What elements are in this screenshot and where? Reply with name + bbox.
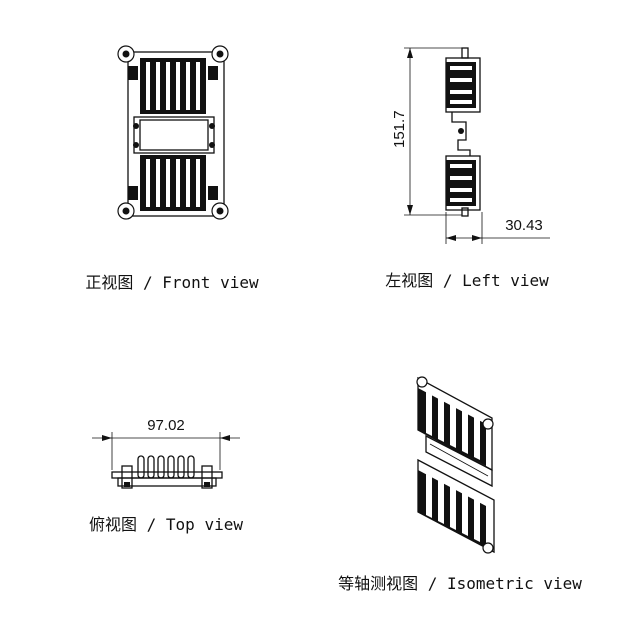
left-profile — [445, 47, 481, 217]
iso-middle-connector — [425, 434, 493, 488]
left-view: 151.7 30.43 — [385, 47, 550, 290]
top-view: 97.02 俯视图 / Top view — [89, 417, 243, 534]
mount-hole-tl — [117, 45, 135, 63]
lower-fin-block — [140, 155, 206, 211]
depth-dim-value: 30.43 — [505, 217, 543, 234]
width-dimension: 97.02 — [92, 417, 240, 470]
top-view-caption: 俯视图 / Top view — [89, 515, 243, 534]
front-view: 正视图 / Front view — [85, 45, 259, 292]
mount-hole-tr — [211, 45, 229, 63]
iso-upper-block — [416, 376, 494, 472]
front-view-caption: 正视图 / Front view — [85, 273, 259, 292]
height-dim-value: 151.7 — [391, 110, 408, 148]
width-dim-value: 97.02 — [147, 417, 185, 434]
top-profile — [111, 455, 223, 489]
mount-hole-bl — [117, 202, 135, 220]
isometric-view-caption: 等轴测视图 / Isometric view — [338, 574, 582, 593]
mount-hole-br — [211, 202, 229, 220]
upper-fin-block — [140, 58, 206, 114]
left-view-caption: 左视图 / Left view — [385, 271, 549, 290]
isometric-view: 等轴测视图 / Isometric view — [338, 376, 582, 593]
height-dimension: 151.7 — [391, 47, 462, 216]
middle-connector — [133, 116, 215, 154]
iso-lower-block — [417, 458, 495, 554]
depth-dimension: 30.43 — [445, 212, 550, 244]
